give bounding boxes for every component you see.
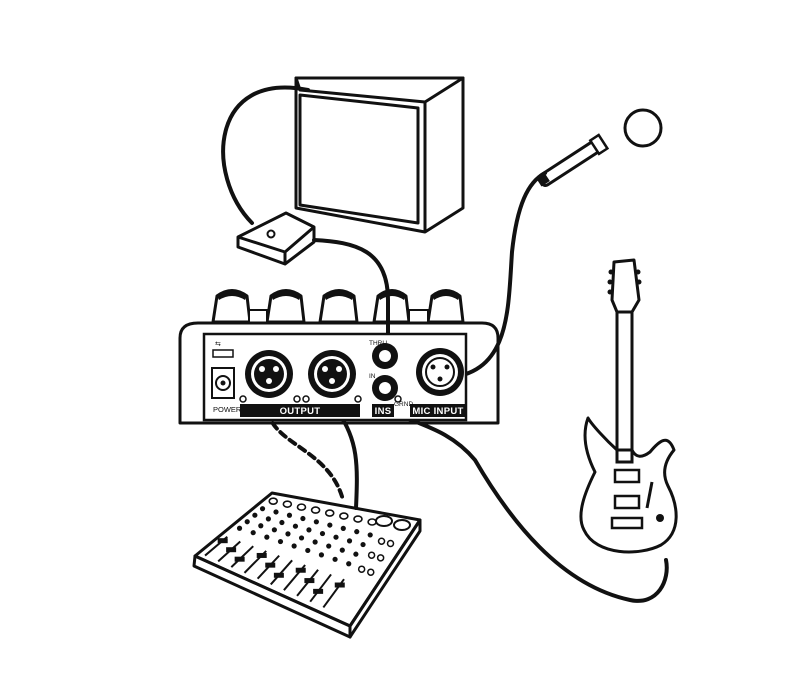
mixer-knob (306, 527, 312, 533)
mixer-fader-cap (273, 572, 284, 578)
in-to-guitar-cable (390, 410, 669, 603)
mixer-fader-track (230, 545, 254, 568)
mixer-fader-cap (313, 588, 324, 594)
mixer-knob (326, 543, 332, 549)
mixer-fader-cap (217, 538, 228, 544)
mixer-knob (291, 543, 297, 549)
mixer-knob (292, 523, 299, 529)
mixer-knob (264, 534, 270, 540)
xlr-output-right (308, 350, 356, 398)
mixer-fader-track (270, 559, 293, 586)
svg-text:⇆: ⇆ (215, 341, 221, 348)
mixer-knob (286, 512, 293, 518)
mixer-knob (279, 519, 285, 526)
mixer-fader-cap (234, 556, 245, 562)
mixer-knob (346, 561, 352, 567)
mixer-knob (300, 515, 306, 522)
mixer-knob (357, 565, 366, 573)
mixer-knob (252, 512, 258, 518)
mixer-knob (339, 547, 345, 553)
mixer-knob (271, 527, 277, 533)
mixer-fader-cap (334, 582, 345, 588)
mixer-fader-cap (295, 567, 306, 573)
cables (221, 85, 669, 603)
mixer-knob (353, 551, 359, 557)
power-label: POWER (213, 405, 242, 414)
mixer-knob (327, 522, 333, 528)
xlr-mic-input (416, 348, 464, 396)
mixer-knob (250, 530, 256, 536)
xlr-output-left (245, 350, 293, 398)
mixer-knob (277, 538, 284, 545)
mixer-knob (367, 532, 373, 538)
mixer-knob (319, 530, 326, 537)
mixer-fader-cap (256, 552, 267, 558)
mixer-knob (312, 539, 318, 545)
mixer-knob (360, 541, 366, 548)
mic-cable (443, 171, 547, 380)
mixer-knob (354, 529, 360, 535)
mixer-knob (258, 523, 264, 529)
mixer-fader-cap (265, 562, 276, 568)
mixer-knob (244, 519, 250, 525)
mixer-knob (386, 539, 395, 548)
mixer-knob (367, 518, 377, 526)
mixer-knob (268, 497, 279, 505)
mixer-knob (282, 500, 293, 508)
mixer-knob (265, 516, 271, 522)
mixer-knob (285, 531, 291, 537)
mixer-knob (333, 534, 339, 540)
mixer-knob (313, 519, 319, 525)
mixer-knob (353, 515, 363, 523)
mixing-console (192, 491, 422, 639)
output-label: OUTPUT (280, 406, 321, 417)
mixer-knob (332, 556, 338, 562)
mixer-knob (376, 554, 385, 562)
mixer-fader-cap (226, 547, 237, 553)
device-knobs (211, 289, 465, 324)
mic-input-label: MIC INPUT (412, 406, 463, 417)
mixer-faders (204, 536, 345, 609)
mixer-knob (296, 503, 307, 511)
mixer-knob (318, 552, 325, 558)
mixer-knob (340, 525, 346, 531)
ins-label: INS (375, 406, 392, 417)
ground-terminal (394, 395, 402, 403)
gnd-label: GRND (394, 401, 413, 408)
mixer-knob (367, 568, 375, 576)
amp-to-dibox-cable (221, 85, 310, 225)
guitar-amplifier (294, 76, 465, 234)
mixer-knob (377, 537, 386, 545)
mixer-fader-cap (304, 578, 315, 584)
electric-guitar (579, 258, 678, 554)
mixer-knob (298, 535, 305, 541)
mixer-knobs (236, 497, 395, 576)
microphone (537, 108, 663, 188)
mixer-knob (367, 551, 376, 559)
mixer-knob (310, 506, 321, 514)
mixer-knob (339, 512, 349, 520)
mixer-knob (259, 506, 266, 512)
mixer-knob (305, 547, 311, 554)
mixer-knob (273, 509, 279, 515)
mixer-knob (236, 525, 243, 531)
thru-label: THRU (369, 340, 387, 347)
mixer-fader-track (309, 573, 332, 603)
in-label: IN (369, 373, 376, 380)
output-to-mixer-dashed-cable (266, 410, 345, 502)
audio-interface: ⇆ POWER THRU IN GRND (178, 289, 500, 425)
mixer-knob (346, 538, 353, 544)
mixer-knob (324, 509, 335, 517)
